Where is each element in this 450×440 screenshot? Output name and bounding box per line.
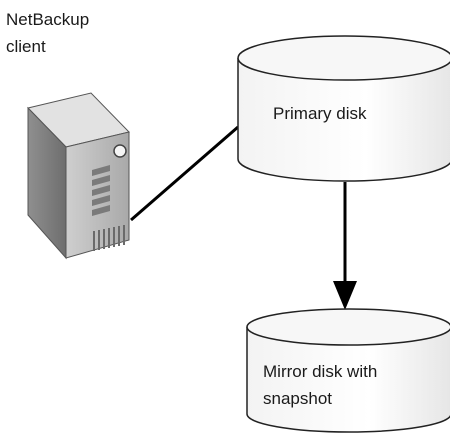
primary-disk-label: Primary disk [273, 104, 367, 123]
mirror-disk-label-line2: snapshot [263, 389, 332, 408]
server-tower-icon [27, 92, 130, 260]
mirror-disk-label-line1: Mirror disk with [263, 362, 377, 381]
mirror-disk-label: Mirror disk with snapshot [263, 362, 382, 408]
primary-disk-cylinder: Primary disk [237, 35, 450, 182]
mirror-disk-cylinder: Mirror disk with snapshot [246, 308, 450, 433]
client-label-line1: NetBackup [6, 10, 89, 29]
mirror-arrow [333, 182, 357, 310]
client-to-primary-connector [130, 125, 239, 222]
power-button-icon [113, 144, 127, 158]
client-label: NetBackup client [6, 10, 94, 56]
client-label-line2: client [6, 37, 46, 56]
